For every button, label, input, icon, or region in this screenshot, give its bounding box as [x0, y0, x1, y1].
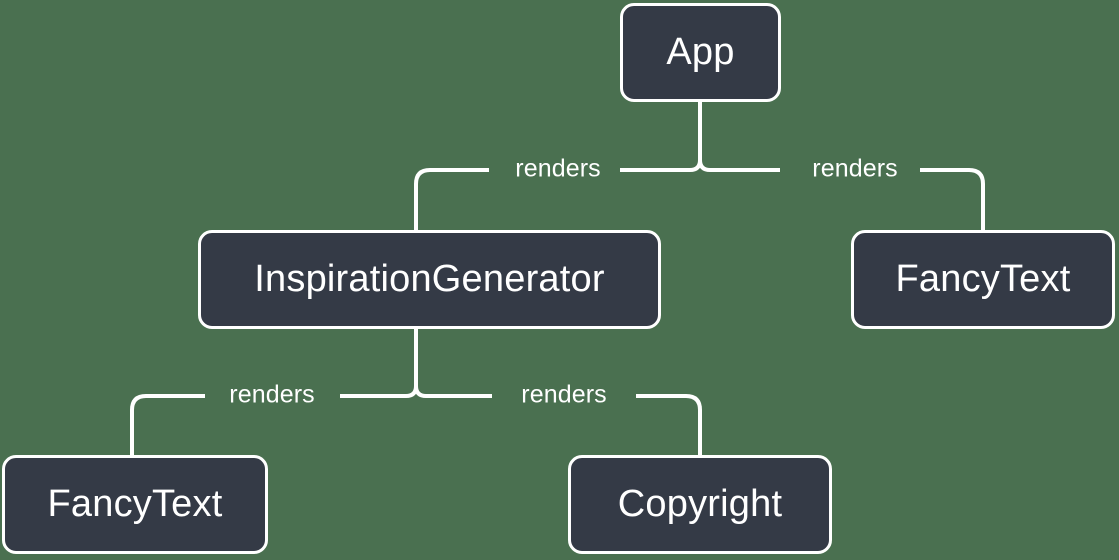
edge-app-to-fancytext-right	[920, 168, 985, 230]
edge-app-to-inspgen	[414, 168, 489, 230]
node-copyright[interactable]: Copyright	[568, 455, 832, 554]
edge-app-stem	[620, 102, 702, 172]
node-fancytext-left[interactable]: FancyText	[2, 455, 268, 554]
edge-label-inspiration-generator-to-fancytext-left: renders	[229, 380, 315, 409]
node-fancytext-left-label: FancyText	[47, 483, 223, 525]
node-app-label: App	[666, 31, 735, 73]
edge-label-app-to-inspiration-generator: renders	[515, 154, 601, 183]
edge-inspgen-stem-left	[340, 329, 418, 398]
node-fancytext-right-label: FancyText	[895, 258, 1071, 300]
node-inspiration-generator-label: InspirationGenerator	[254, 258, 605, 300]
node-copyright-label: Copyright	[617, 483, 783, 525]
edge-inspgen-stem-right	[414, 329, 492, 398]
edge-inspgen-to-fancytext-left	[130, 394, 205, 455]
node-app[interactable]: App	[620, 3, 781, 102]
edge-app-stem-right	[698, 102, 780, 172]
edge-inspgen-to-copyright	[636, 394, 702, 455]
node-fancytext-right[interactable]: FancyText	[851, 230, 1115, 329]
edge-label-inspiration-generator-to-copyright: renders	[521, 380, 607, 409]
edge-label-app-to-fancytext-right: renders	[812, 154, 898, 183]
node-inspiration-generator[interactable]: InspirationGenerator	[198, 230, 661, 329]
